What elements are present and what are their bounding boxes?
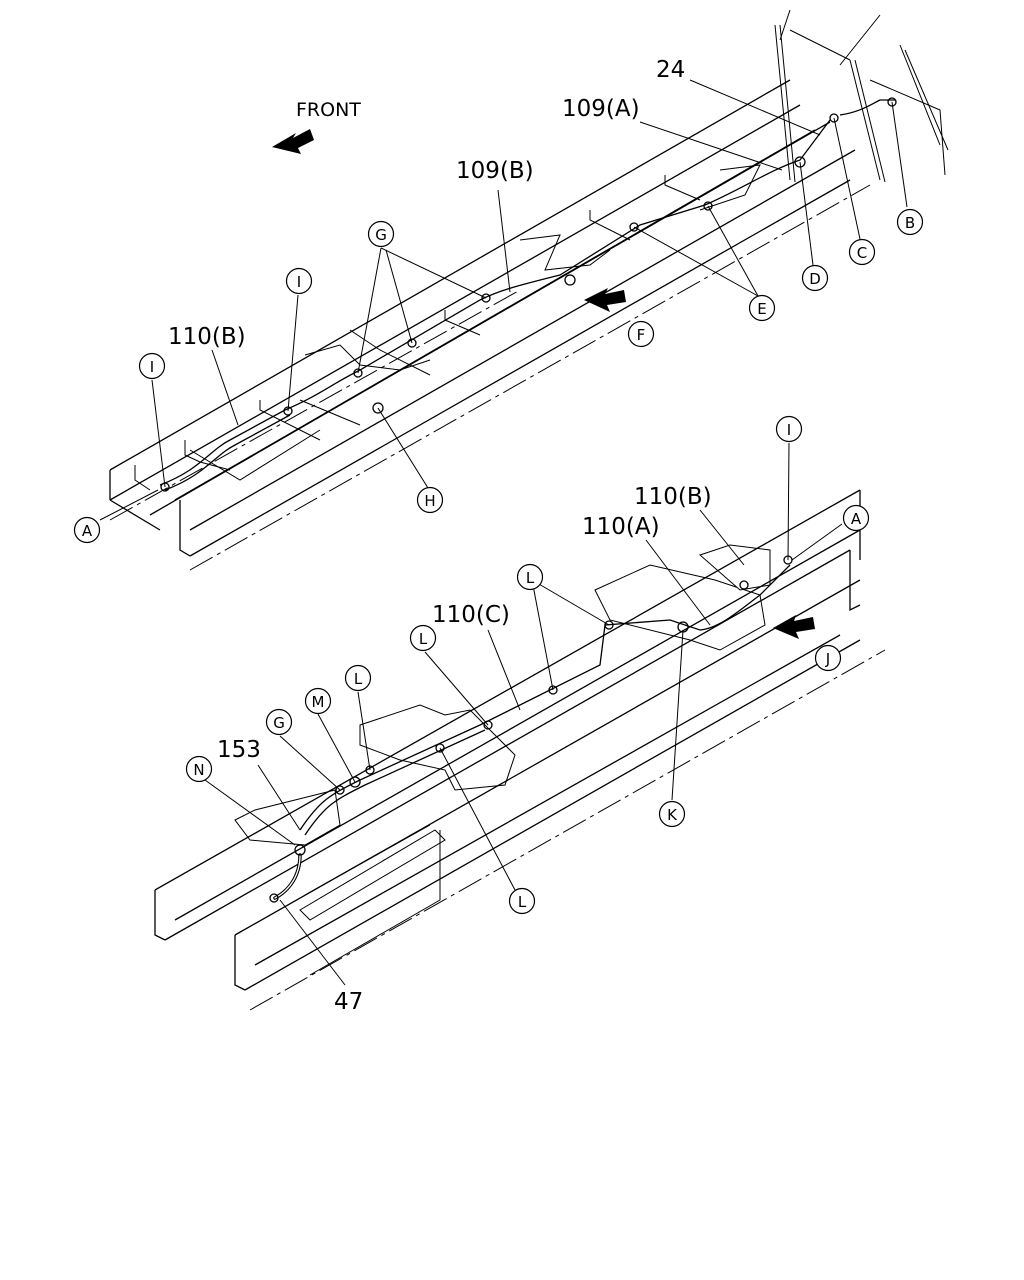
svg-text:L: L xyxy=(419,630,428,648)
svg-text:B: B xyxy=(905,214,915,232)
callout-i-top-mid: I xyxy=(285,267,313,295)
view-j-arrow-icon xyxy=(773,615,815,639)
svg-text:M: M xyxy=(312,693,325,711)
front-direction-indicator: FRONT xyxy=(272,99,361,154)
callout-a-left: A xyxy=(73,516,101,544)
part-label-153: 153 xyxy=(217,737,261,763)
callout-d: D xyxy=(801,264,829,292)
callout-l-left: L xyxy=(344,664,372,692)
callout-m: M xyxy=(304,687,332,715)
svg-text:G: G xyxy=(273,714,285,732)
view-f-arrow-icon xyxy=(584,288,626,312)
svg-text:I: I xyxy=(150,358,154,376)
callout-h: H xyxy=(416,486,444,514)
svg-text:D: D xyxy=(809,270,821,288)
part-label-109a: 109(A) xyxy=(562,96,640,122)
callout-f: F xyxy=(627,320,655,348)
callout-letters: A B C D E F G H I I I A J L L L M G N K … xyxy=(73,208,924,915)
callout-i-bottom: I xyxy=(775,415,803,443)
svg-text:I: I xyxy=(787,421,791,439)
callout-g-top: G xyxy=(367,220,395,248)
callout-n: N xyxy=(185,755,213,783)
part-label-110b-bottom: 110(B) xyxy=(634,484,712,510)
callout-a-right: A xyxy=(842,504,870,532)
svg-text:C: C xyxy=(857,244,867,262)
upper-chassis-frame xyxy=(109,9,949,571)
part-label-110c: 110(C) xyxy=(432,602,510,628)
svg-text:I: I xyxy=(297,273,301,291)
leader-lines xyxy=(99,79,908,986)
callout-l-upper: L xyxy=(516,563,544,591)
part-number-labels: 24 109(A) 109(B) 110(B) 110(B) 110(A) 11… xyxy=(168,57,712,1015)
part-label-109b: 109(B) xyxy=(456,158,534,184)
svg-text:L: L xyxy=(354,670,363,688)
callout-j: J xyxy=(814,644,842,672)
svg-text:A: A xyxy=(82,522,93,540)
svg-text:L: L xyxy=(526,569,535,587)
callout-c: C xyxy=(848,238,876,266)
lower-chassis-frame xyxy=(154,489,886,1011)
callout-i-top-left: I xyxy=(138,352,166,380)
svg-text:K: K xyxy=(667,806,678,824)
svg-text:E: E xyxy=(757,300,766,318)
callout-b: B xyxy=(896,208,924,236)
callout-e: E xyxy=(748,294,776,322)
svg-text:G: G xyxy=(375,226,387,244)
part-label-47: 47 xyxy=(334,989,363,1015)
svg-text:N: N xyxy=(193,761,204,779)
svg-text:J: J xyxy=(825,650,830,668)
callout-l-bottom: L xyxy=(508,887,536,915)
part-label-110a: 110(A) xyxy=(582,514,660,540)
svg-text:A: A xyxy=(851,510,862,528)
front-arrow-icon xyxy=(272,129,314,154)
svg-text:H: H xyxy=(424,492,435,510)
callout-l-mid: L xyxy=(409,624,437,652)
svg-text:F: F xyxy=(637,326,646,344)
front-label: FRONT xyxy=(296,99,361,121)
part-label-24: 24 xyxy=(656,57,685,83)
callout-g-bottom: G xyxy=(265,708,293,736)
callout-k: K xyxy=(658,800,686,828)
svg-text:L: L xyxy=(518,893,527,911)
part-label-110b-top: 110(B) xyxy=(168,324,246,350)
